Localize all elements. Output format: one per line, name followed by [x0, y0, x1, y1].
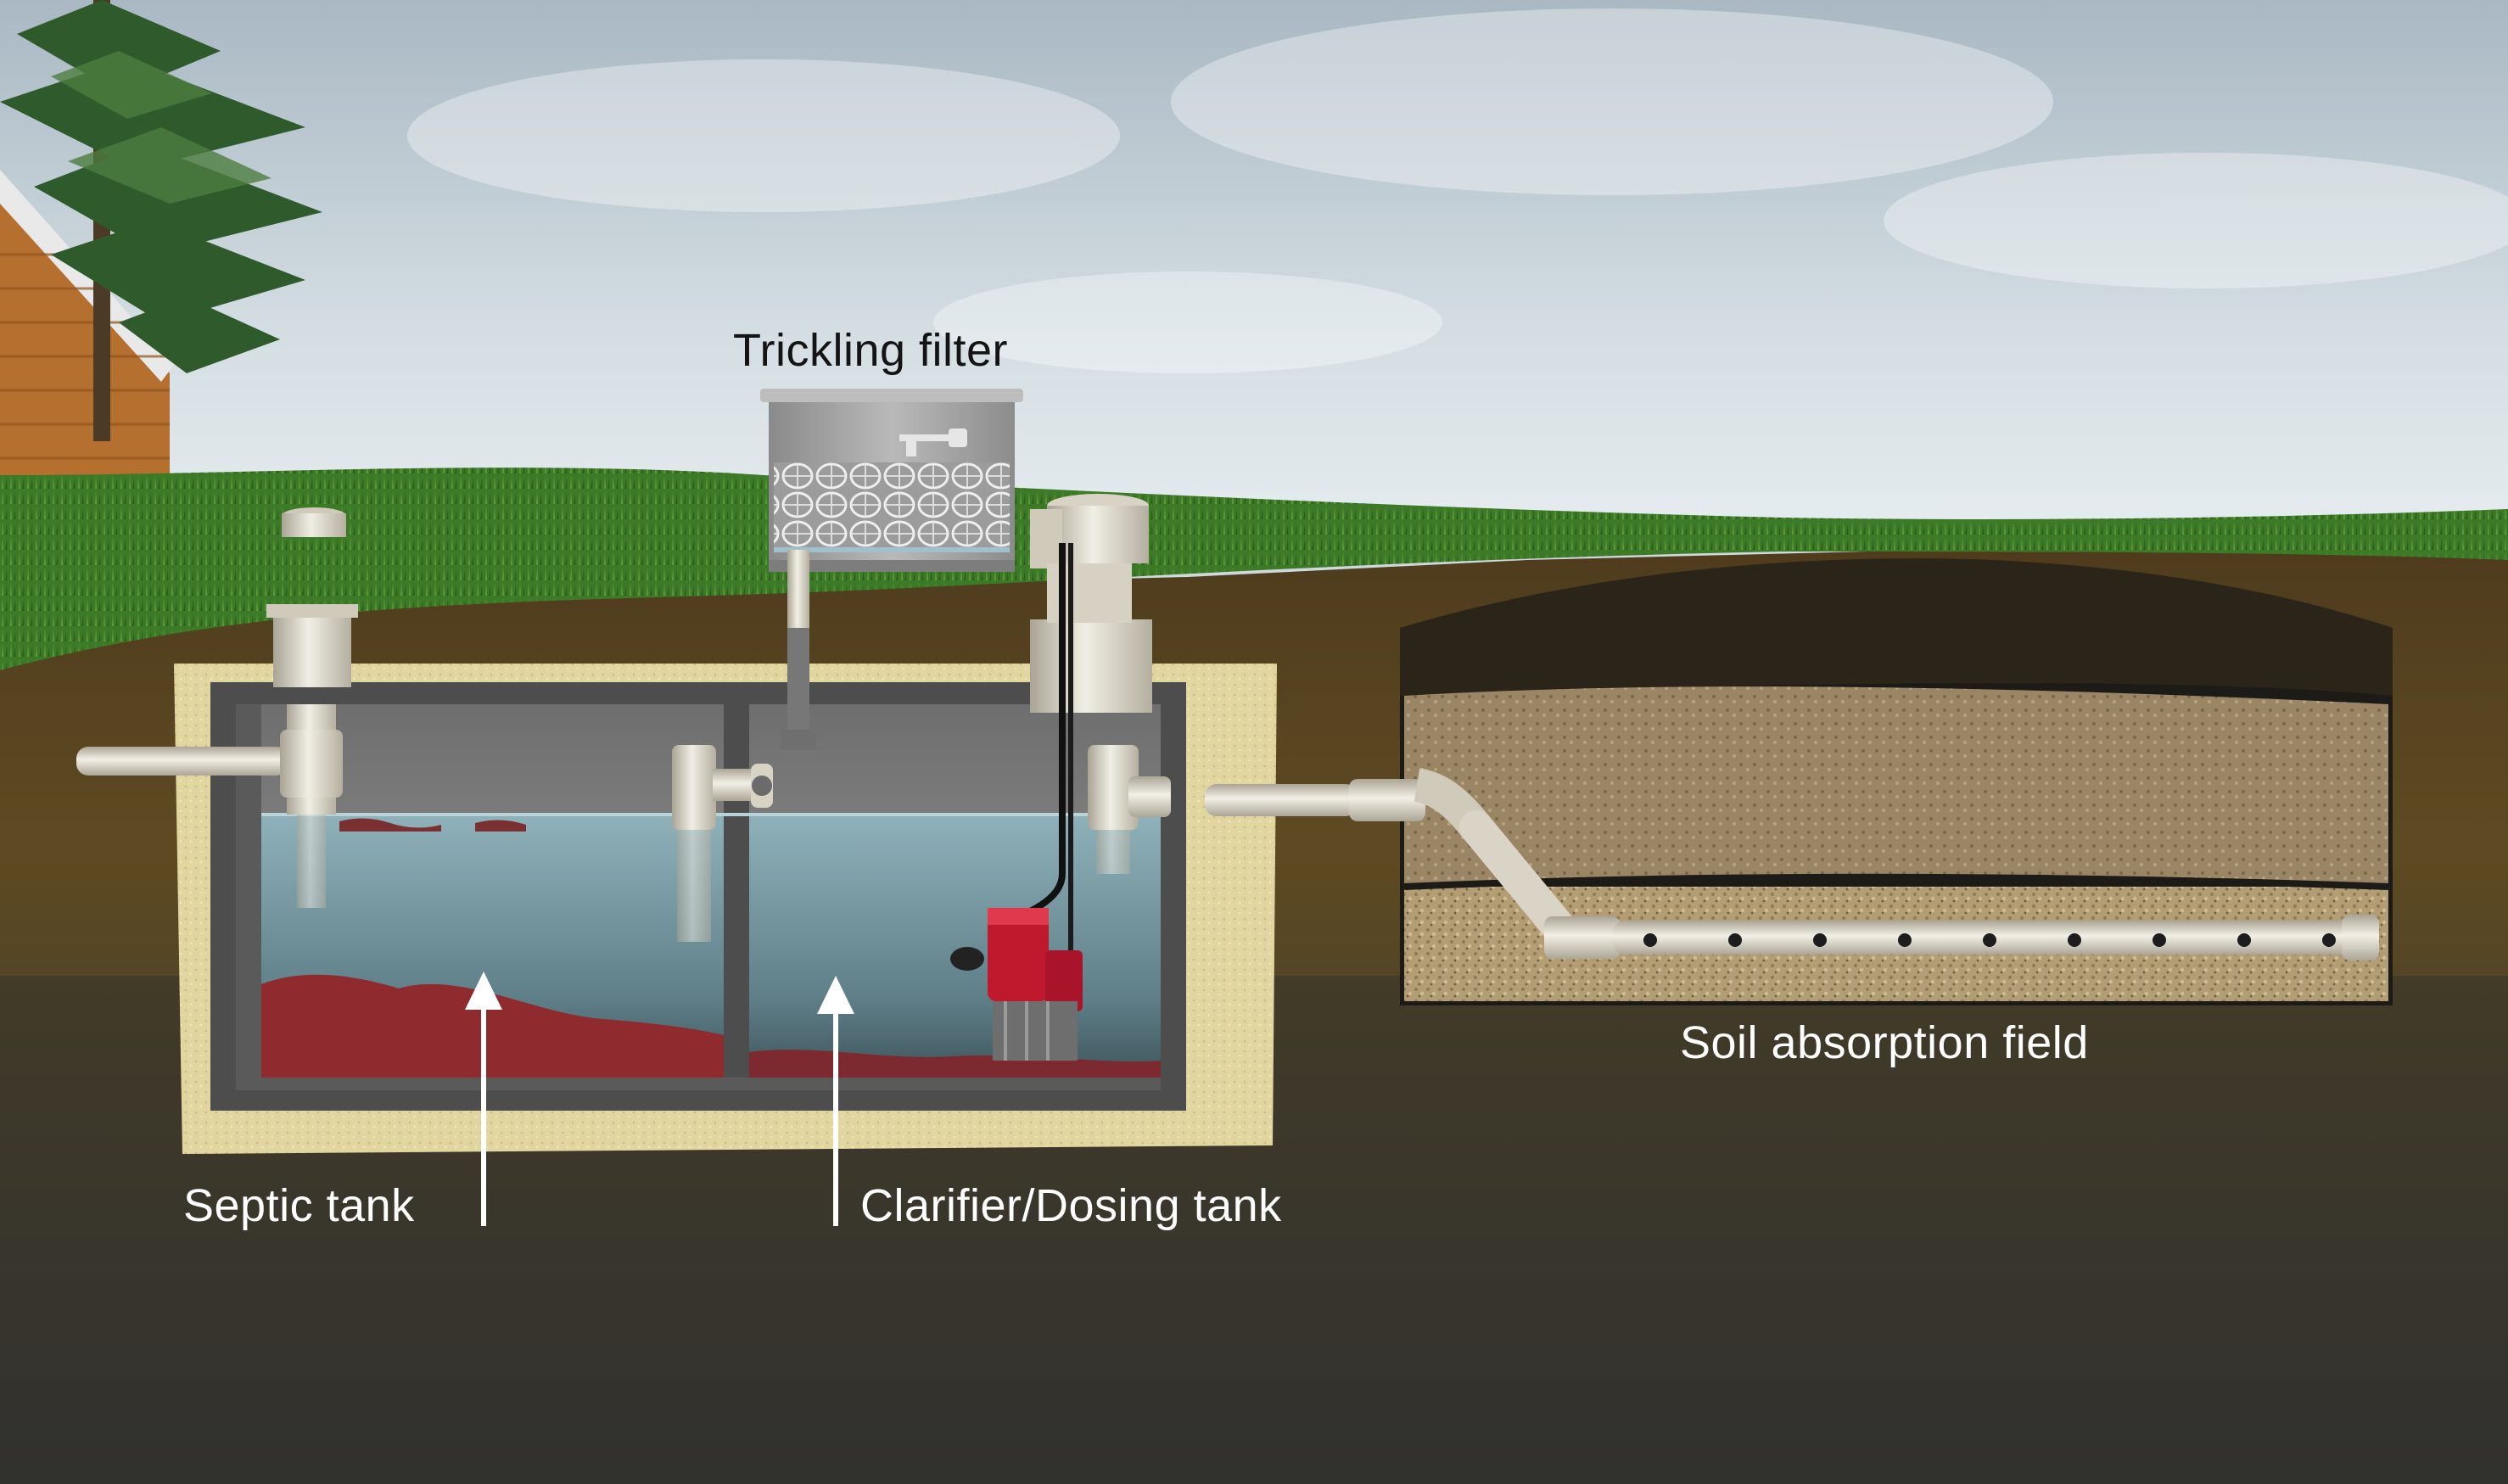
sludge-layer: [261, 974, 724, 1078]
septic-tank-chamber: [261, 704, 724, 1078]
soil-absorption-field-label: Soil absorption field: [1680, 1017, 2089, 1068]
effluent-pump: [950, 908, 1083, 1061]
transfer-tee: [672, 745, 773, 942]
scum-layer: [339, 818, 441, 832]
trickling-filter-label: Trickling filter: [733, 325, 1009, 376]
septic-tank-label: Septic tank: [183, 1180, 415, 1231]
septic-riser: [266, 507, 358, 687]
tree: [0, 0, 322, 441]
clarifier-dosing-tank-label: Clarifier/Dosing tank: [860, 1180, 1282, 1231]
inlet-pipe: [76, 704, 343, 908]
tank-divider-wall: [724, 704, 749, 1078]
outlet-pipe: [1088, 745, 2379, 960]
filter-media: [774, 462, 1010, 547]
pump-float: [950, 947, 984, 971]
pipe-perforations: [1643, 933, 2336, 947]
clouds: [407, 8, 2508, 373]
dosing-riser: [1030, 494, 1152, 713]
sky: [0, 0, 2508, 543]
grass: [0, 468, 2508, 670]
septic-tank-arrow: [465, 972, 502, 1226]
trickling-filter-unit: [760, 389, 1023, 750]
clarifier-arrow: [817, 976, 854, 1226]
